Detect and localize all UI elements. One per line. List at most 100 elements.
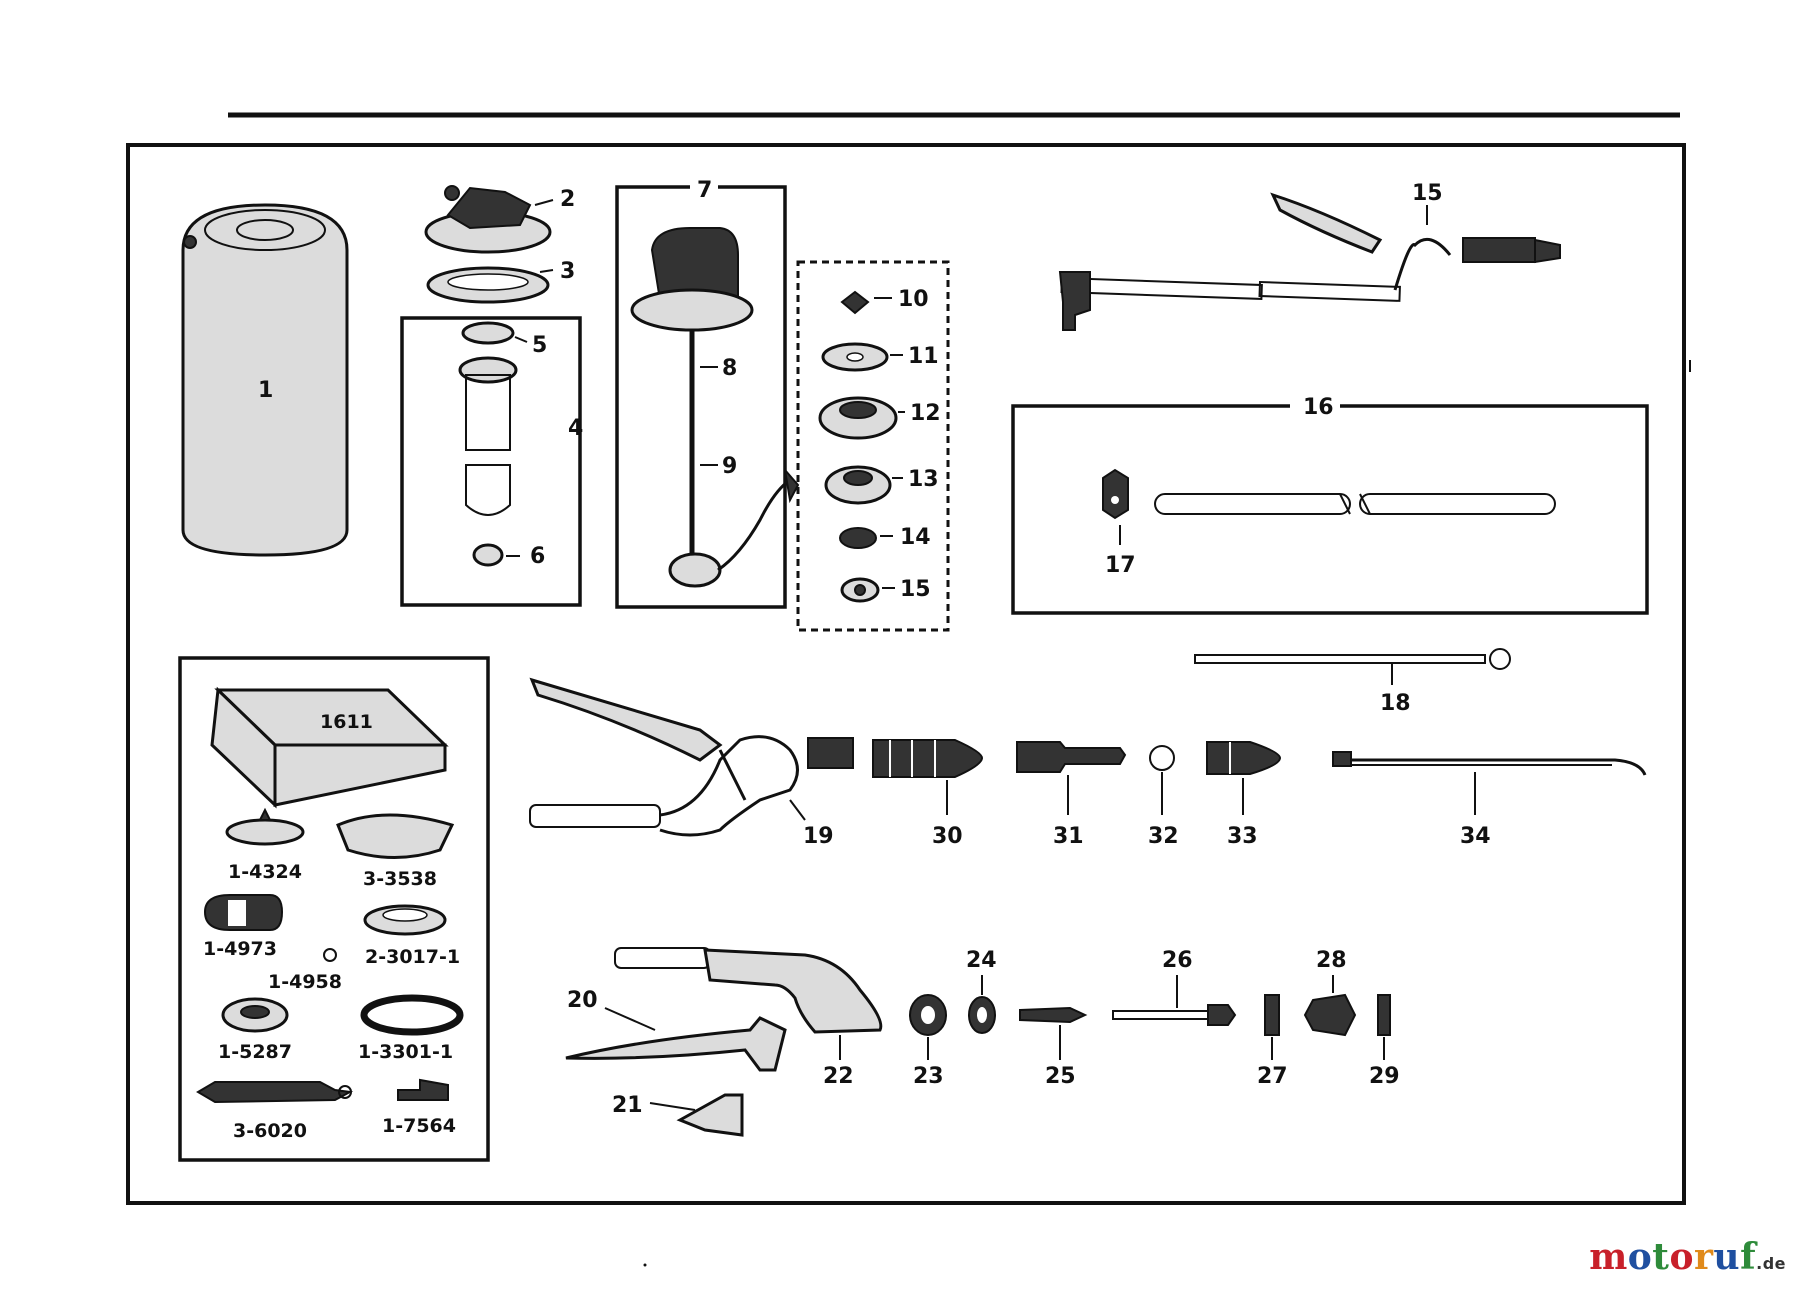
label-12: 12: [910, 401, 941, 426]
kit-part-1-4324: [225, 807, 305, 846]
kit-label-1611: 1611: [320, 711, 373, 733]
part-18-rod: [1194, 648, 1511, 670]
wm-u: u: [1713, 1236, 1741, 1278]
kit-label-1-4973: 1-4973: [203, 938, 277, 960]
label-33: 33: [1227, 824, 1258, 849]
kit-part-2-3017-1: [363, 904, 447, 936]
outer-frame: [126, 143, 1686, 1205]
washer-10: [840, 290, 870, 315]
stray-dot-bottom: [643, 1263, 647, 1267]
label-34: 34: [1460, 824, 1491, 849]
kit-label-1-4958: 1-4958: [268, 971, 342, 993]
label-20: 20: [567, 988, 598, 1013]
wm-r: r: [1693, 1236, 1714, 1278]
washer-13: [824, 465, 892, 505]
label-1: 1: [258, 378, 273, 403]
label-30: 30: [932, 824, 963, 849]
label-15-washer: 15: [900, 577, 931, 602]
label-13: 13: [908, 467, 939, 492]
part-28-nut: [1303, 993, 1357, 1037]
part-17-clip: [1102, 468, 1129, 520]
kit-box: [178, 656, 490, 1162]
part-1-tank: [181, 203, 349, 557]
kit-part-1-3301-1: [360, 994, 464, 1036]
label-11: 11: [908, 344, 939, 369]
kit-package: [210, 686, 449, 809]
part-23-bushing: [909, 994, 947, 1036]
part-20-blade: [565, 1016, 787, 1072]
part-33-cap: [1206, 741, 1282, 775]
label-27: 27: [1257, 1064, 1288, 1089]
label-26: 26: [1162, 948, 1193, 973]
label-31: 31: [1053, 824, 1084, 849]
label-29: 29: [1369, 1064, 1400, 1089]
motoruf-watermark: motoruf.de: [1589, 1236, 1786, 1278]
part-32-o-ring: [1149, 745, 1175, 771]
box-10-15: [796, 260, 950, 632]
kit-label-3-3538: 3-3538: [363, 868, 437, 890]
label-5: 5: [532, 333, 547, 358]
wm-o1: o: [1627, 1236, 1653, 1278]
wm-m: m: [1589, 1236, 1628, 1278]
kit-part-1-7564: [397, 1078, 449, 1101]
kit-label-1-4324: 1-4324: [228, 861, 302, 883]
kit-part-1-4973: [203, 894, 284, 931]
kit-label-3-6020: 3-6020: [233, 1120, 307, 1142]
kit-part-3-3538: [336, 813, 455, 859]
part-16-tube: [1154, 493, 1556, 515]
part-34-spray-tube: [1332, 751, 1647, 776]
part-3-gasket: [426, 266, 550, 304]
kit-label-2-3017-1: 2-3017-1: [365, 946, 460, 968]
part-21-bracket: [676, 1093, 744, 1137]
part-25-screw: [1019, 1006, 1088, 1024]
box-4: [400, 316, 582, 607]
washer-14: [839, 527, 877, 549]
part-22-handle: [614, 947, 883, 1034]
kit-part-1-5287: [221, 997, 289, 1033]
label-2: 2: [560, 187, 575, 212]
part-2-lid: [424, 185, 552, 254]
label-21: 21: [612, 1093, 643, 1118]
label-23: 23: [913, 1064, 944, 1089]
part-31-nozzle-body: [1016, 741, 1127, 773]
washer-15: [840, 577, 880, 603]
pump-cylinder: [458, 356, 518, 516]
label-15-lance: 15: [1412, 181, 1443, 206]
label-10: 10: [898, 287, 929, 312]
part-19-pruner: [529, 677, 854, 837]
part-27-spring: [1264, 994, 1280, 1036]
label-14: 14: [900, 525, 931, 550]
kit-part-3-6020: [196, 1081, 354, 1104]
wm-f: f: [1740, 1236, 1757, 1278]
label-9: 9: [722, 454, 737, 479]
part-15-lance: [1058, 192, 1561, 331]
pump-handle: [630, 227, 800, 588]
part-29-stud: [1377, 994, 1391, 1036]
kit-label-1-5287: 1-5287: [218, 1041, 292, 1063]
kit-label-1-3301-1: 1-3301-1: [358, 1041, 453, 1063]
label-22: 22: [823, 1064, 854, 1089]
wm-o2: o: [1669, 1236, 1694, 1278]
kit-label-1-7564: 1-7564: [382, 1115, 456, 1137]
label-25: 25: [1045, 1064, 1076, 1089]
label-28: 28: [1316, 948, 1347, 973]
wm-de: .de: [1756, 1254, 1786, 1273]
part-6-valve: [472, 543, 504, 567]
label-3: 3: [560, 259, 575, 284]
label-7: 7: [697, 178, 712, 203]
part-24-washer: [968, 996, 996, 1034]
washer-12: [818, 396, 898, 440]
part-26-bolt: [1112, 1004, 1237, 1026]
label-32: 32: [1148, 824, 1179, 849]
washer-11: [821, 342, 889, 372]
label-6: 6: [530, 544, 545, 569]
label-8: 8: [722, 356, 737, 381]
kit-part-1-4958: [323, 948, 337, 962]
label-17: 17: [1105, 553, 1136, 578]
label-16: 16: [1303, 395, 1334, 420]
label-19: 19: [803, 824, 834, 849]
part-5-washer: [461, 321, 515, 345]
part-30-coupling: [872, 739, 984, 778]
label-18: 18: [1380, 691, 1411, 716]
